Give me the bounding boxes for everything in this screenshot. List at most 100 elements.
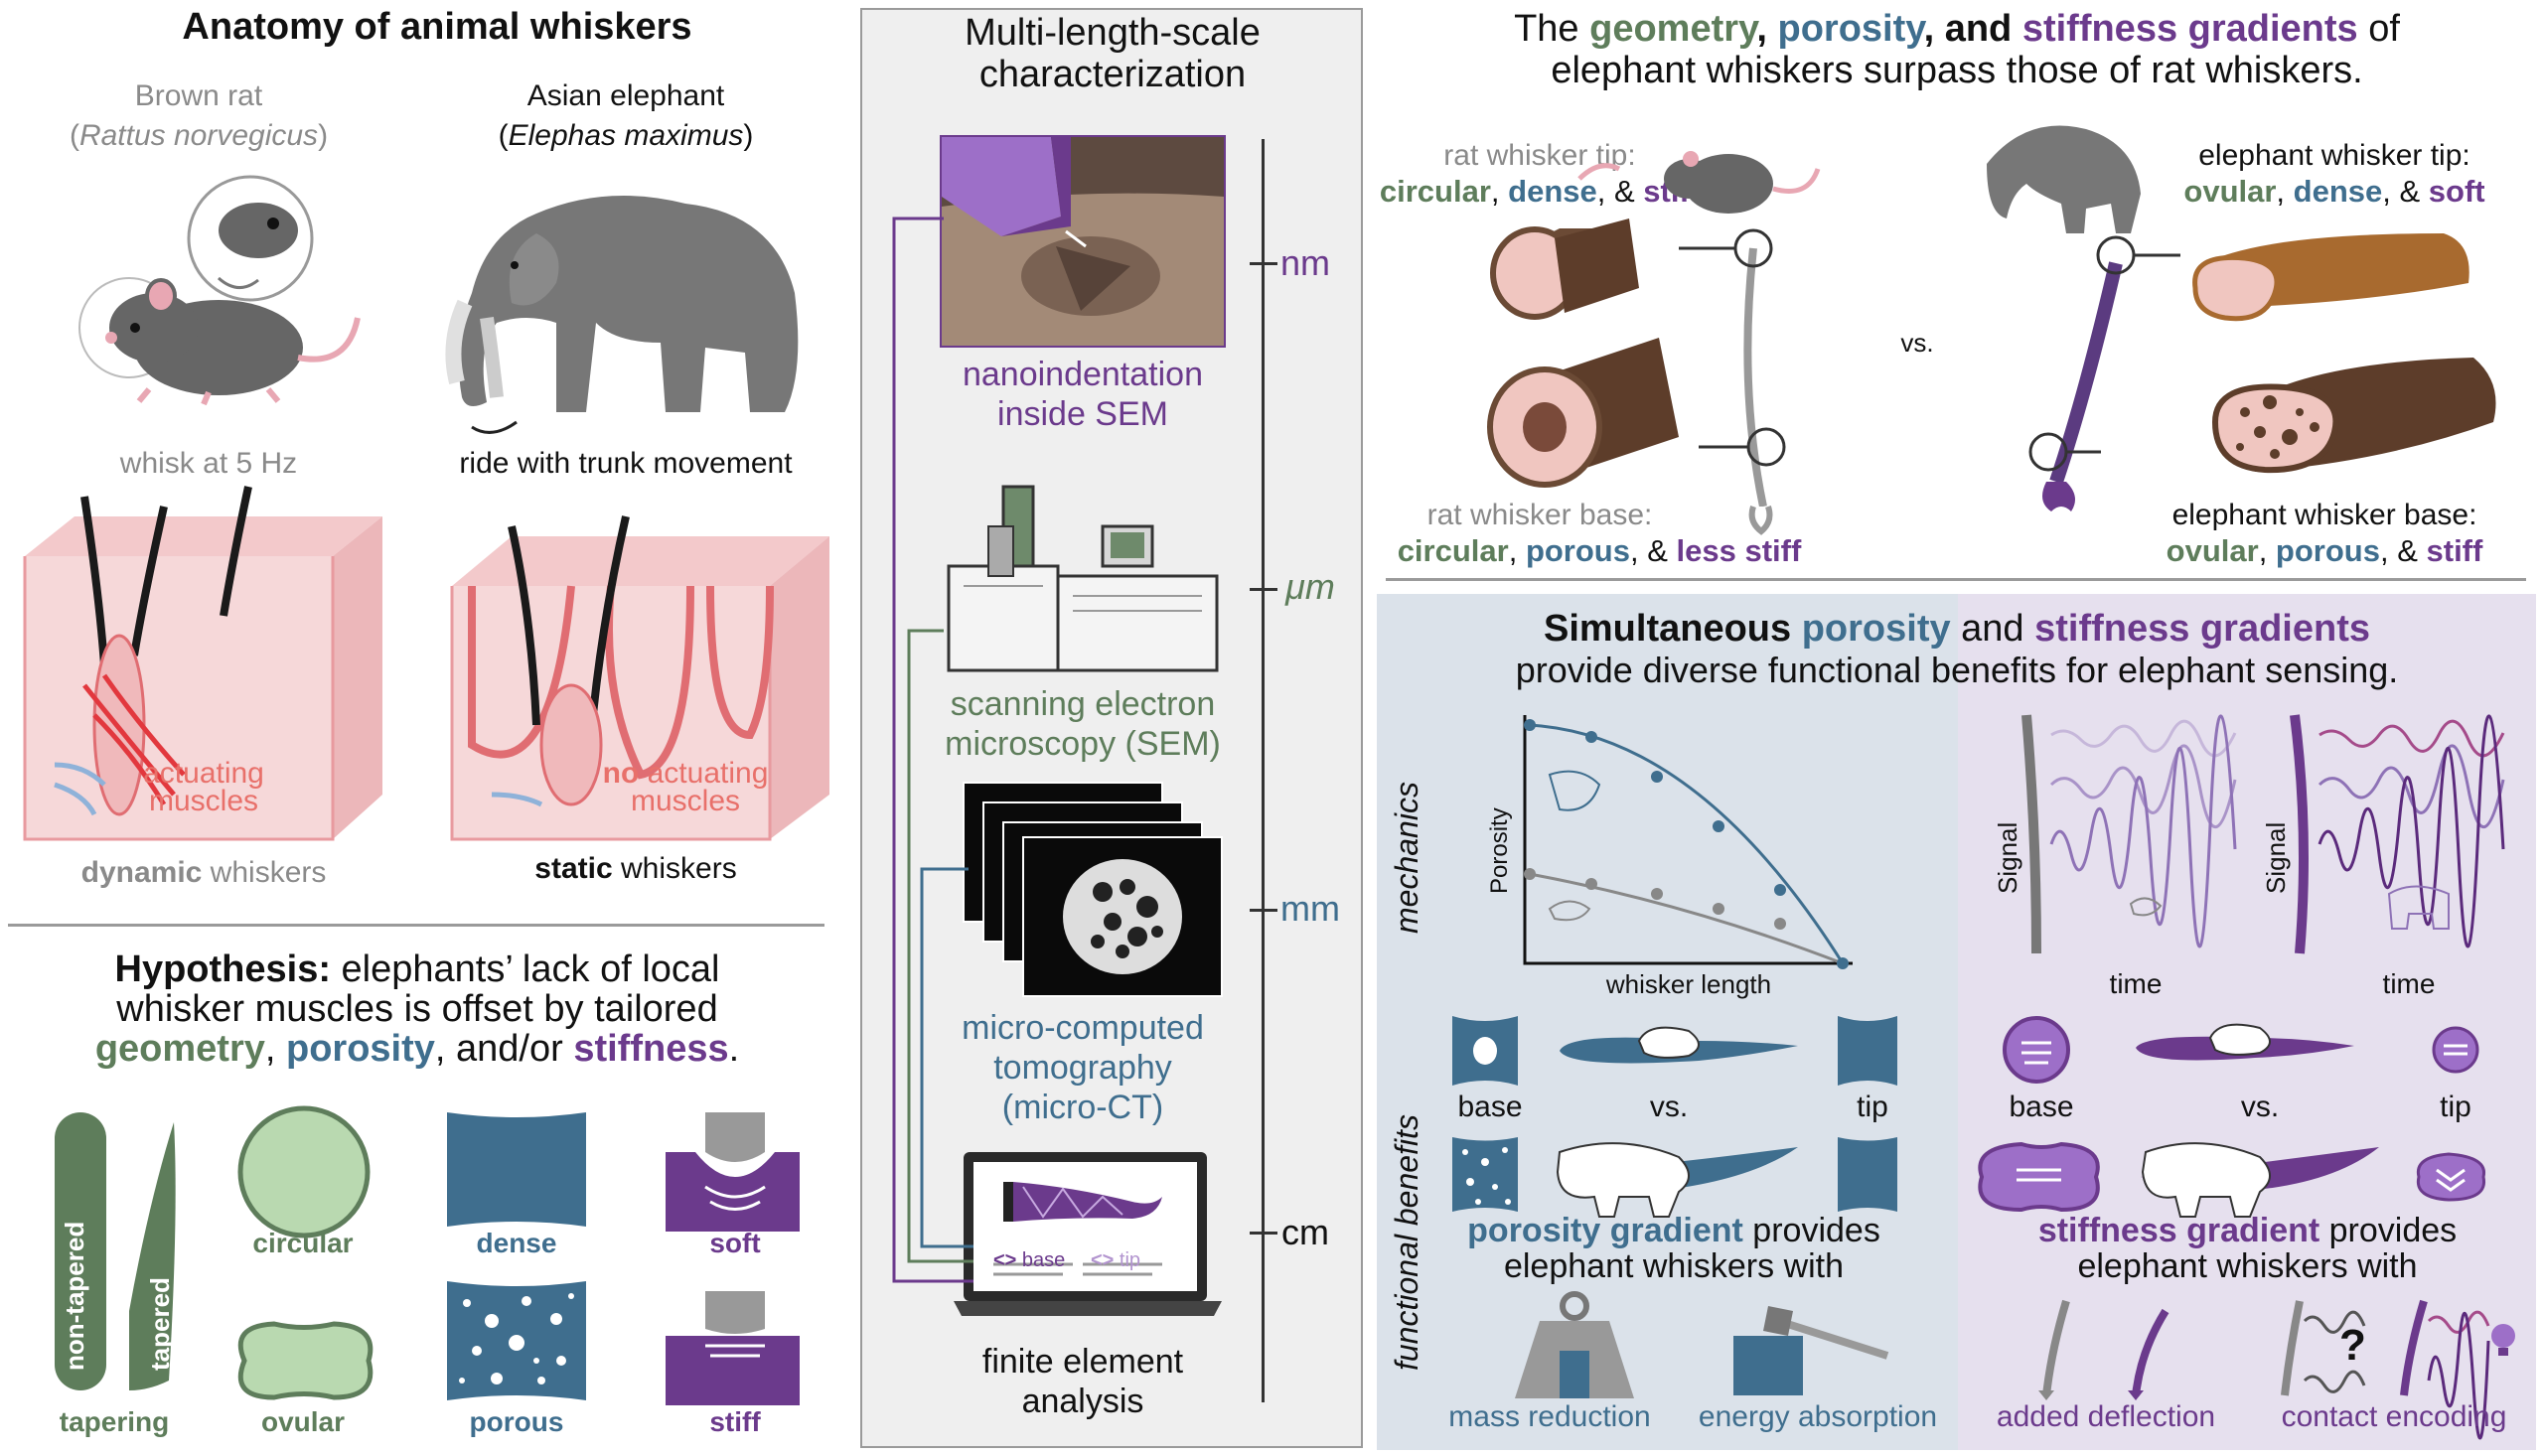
no-actuating-label-2: muscles [630,785,741,817]
contact-encoding-icon [2281,1299,2515,1440]
elephant-latin: (Elephas maximus) [498,119,754,152]
stiffness-base-vs-tip [2003,1016,2479,1084]
ct-caption-2: tomography [993,1049,1172,1087]
porosity-axis-x: whisker length [1605,969,1772,999]
dynamic-whiskers: dynamic whiskers [80,856,327,889]
mechanics-side-label: mechanics [1389,782,1424,934]
actuating-label-2: muscles [148,785,259,817]
porosity-base-label: base [1457,1091,1523,1123]
rat-caption: whisk at 5 Hz [119,447,298,480]
scale-nm: nm [1279,242,1330,283]
laptop-tip-label: <> tip [1091,1249,1141,1271]
stiffness-vs-label: vs. [2240,1091,2280,1123]
porosity-axis-y: Porosity [1486,807,1513,894]
ct-caption-3: (micro-CT) [1001,1089,1164,1126]
porosity-base-vs-tip [1452,1016,1897,1086]
right-title-1: The geometry, porosity, and stiffness gr… [1514,8,2400,50]
no-actuating-label-1: no actuating [602,757,769,790]
right-title-2: elephant whiskers surpass those of rat w… [1551,50,2363,91]
stiffness-gradient-line-1: stiffness gradient provides [2037,1212,2458,1249]
scale-cm: cm [1281,1212,1329,1252]
elephant-tip-label: elephant whisker tip: [2198,139,2470,172]
nanoindentation-image [940,135,1226,348]
sem-machine-image [947,485,1219,672]
elephant-skin-block [450,515,829,841]
fea-laptop [954,1152,1222,1316]
fea-caption-2: analysis [1021,1383,1144,1420]
sem-caption-1: scanning electron [950,685,1216,723]
elephant-tip-props: ovular, dense, & soft [2183,174,2485,209]
ovular-label: ovular [260,1406,346,1437]
tick-cm [1250,1232,1277,1235]
porosity-gradient-line-2: elephant whiskers with [1503,1247,1845,1285]
hypothesis-line-3: geometry, porosity, and/or stiffness. [94,1028,740,1070]
stiffness-elephant-whisker [1978,1141,2486,1218]
rat-base-label: rat whisker base: [1426,499,1653,531]
porosity-vs-label: vs. [1649,1091,1689,1123]
elephant-whisker-sections [1987,125,2496,511]
signal-label-2: Signal [2261,821,2291,894]
porosity-chart [1523,715,1853,969]
left-divider [8,924,824,927]
added-deflection-label: added deflection [1996,1400,2216,1433]
elephant-illustration [445,196,799,434]
rat-base-props: circular, porous, & less stiff [1397,533,1802,568]
static-whiskers: static whiskers [534,852,737,885]
tick-um [1250,588,1277,591]
tick-nm [1250,262,1277,265]
bottom-title-1: Simultaneous porosity and stiffness grad… [1543,608,2371,650]
nano-caption-2: inside SEM [997,395,1168,433]
actuating-label-1: actuating [143,757,264,790]
porosity-elephant-whisker [1452,1137,1897,1218]
tapering-shapes [55,1112,176,1390]
rat-signal-chart [2021,714,2237,954]
rat-illustration [78,175,361,406]
stiffness-base-label: base [2009,1091,2074,1123]
soft-label: soft [709,1228,761,1258]
question-mark: ? [2339,1321,2366,1370]
porous-shape [447,1281,586,1400]
porosity-tip-label: tip [1857,1091,1888,1123]
contact-encoding-label: contact encoding [2281,1400,2507,1433]
elephant-signal-chart [2290,714,2505,954]
elephant-name: Asian elephant [526,79,725,112]
left-title: Anatomy of animal whiskers [182,6,692,48]
ct-caption-1: micro-computed [962,1009,1204,1047]
stiffness-gradient-line-2: elephant whiskers with [2077,1247,2418,1285]
rat-whisker-sections [1487,151,1821,535]
elephant-caption: ride with trunk movement [459,447,793,480]
middle-title-2: characterization [978,54,1247,95]
time-label-1: time [2109,968,2163,999]
scale-um: μm [1285,566,1335,607]
rat-latin: (Rattus norvegicus) [69,119,329,152]
tapering-label: tapering [59,1406,170,1437]
micro-ct-stack [963,782,1223,997]
circular-shape [237,1105,371,1238]
stiffness-tip-label: tip [2440,1091,2471,1123]
sem-caption-2: microscopy (SEM) [945,725,1221,763]
added-deflection-icon [2038,1299,2169,1400]
fea-caption-1: finite element [981,1343,1184,1381]
mass-reduction-label: mass reduction [1448,1400,1651,1433]
ovular-shape [237,1321,374,1400]
stiff-shape [666,1291,800,1405]
hypothesis-line-1: Hypothesis: elephants’ lack of local [114,948,720,990]
dense-label: dense [476,1228,557,1258]
bottom-title-2: provide diverse functional benefits for … [1515,650,2399,690]
non-tapered-label: non-tapered [60,1221,89,1371]
scale-axis [1262,139,1265,1402]
dense-shape [447,1112,586,1227]
time-label-2: time [2382,968,2436,999]
hypothesis-line-2: whisker muscles is offset by tailored [116,988,718,1030]
laptop-base-label: <> base [993,1249,1066,1271]
tapered-label: tapered [145,1277,175,1371]
tick-mm [1250,909,1277,912]
rat-name: Brown rat [134,79,263,112]
circular-label: circular [252,1228,354,1258]
energy-absorption-label: energy absorption [1698,1400,1938,1433]
porosity-gradient-line-1: porosity gradient provides [1467,1212,1880,1249]
porous-label: porous [469,1406,564,1437]
signal-label-1: Signal [1993,821,2022,894]
middle-title-1: Multi-length-scale [965,12,1261,54]
energy-absorption-icon [1733,1306,1889,1395]
